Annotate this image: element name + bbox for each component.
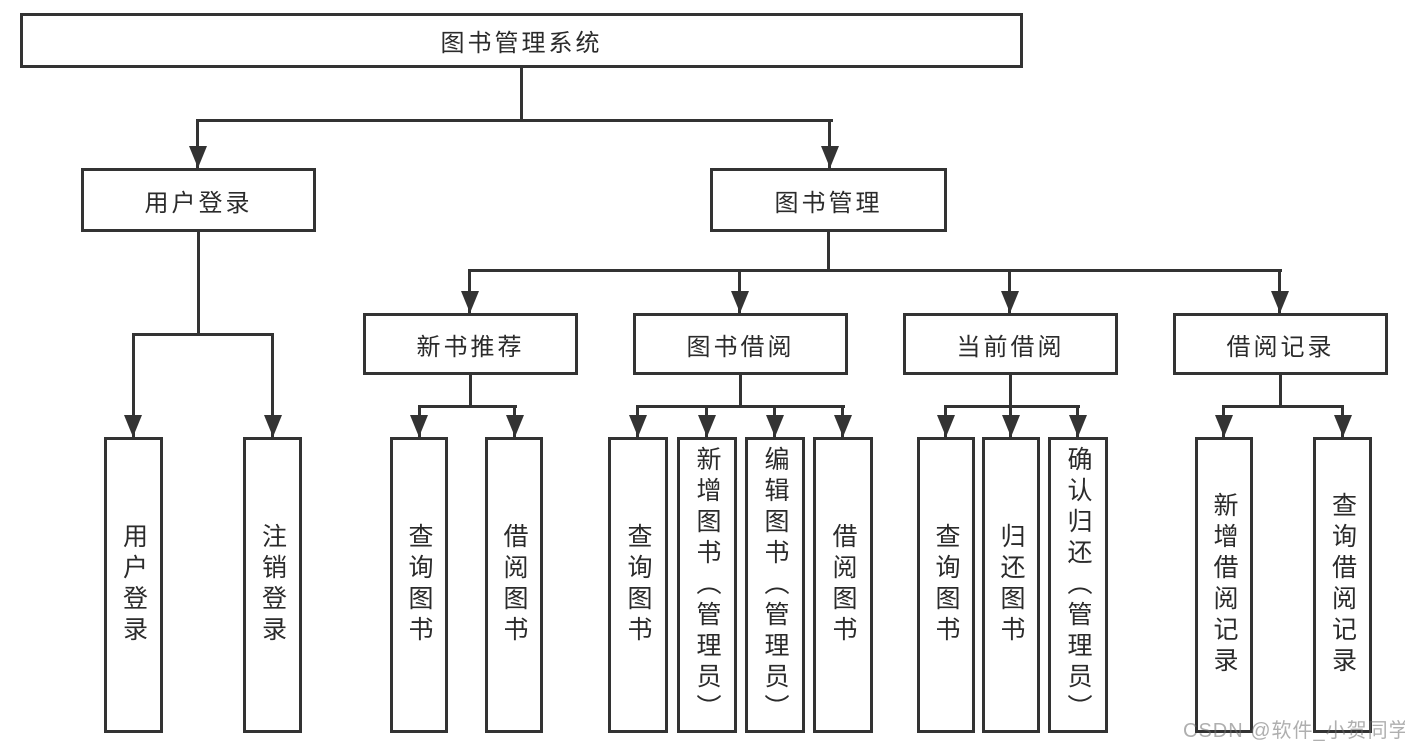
arrow-down-icon: [937, 415, 955, 437]
arrow-down-icon: [410, 415, 428, 437]
connector-drop: [271, 333, 274, 437]
arrow-down-icon: [1215, 415, 1233, 437]
leaf-confirm-return-admin: 确认归还（管理员）: [1048, 437, 1108, 733]
leaf-query-book-recommend: 查询图书: [390, 437, 448, 733]
leaf-query-borrow-record: 查询借阅记录: [1313, 437, 1372, 733]
arrow-down-icon: [1334, 415, 1352, 437]
connector-hline: [636, 405, 845, 408]
leaf-borrow-book: 借阅图书: [813, 437, 873, 733]
connector-stub: [739, 375, 742, 408]
connector-stub: [1009, 375, 1012, 408]
node-user-login: 用户登录: [81, 168, 316, 232]
node-book-borrow: 图书借阅: [633, 313, 848, 375]
arrow-down-icon: [124, 415, 142, 437]
arrow-down-icon: [834, 415, 852, 437]
leaf-add-borrow-record: 新增借阅记录: [1195, 437, 1253, 733]
arrow-down-icon: [731, 291, 749, 313]
csdn-watermark: CSDN @软件_小贺同学: [1183, 720, 1405, 742]
leaf-edit-book-admin: 编辑图书（管理员）: [745, 437, 805, 733]
leaf-borrow-book-recommend: 借阅图书: [485, 437, 543, 733]
connector-l1-hline: [196, 119, 833, 122]
leaf-return-book: 归还图书: [982, 437, 1040, 733]
connector-stub: [197, 230, 200, 336]
arrow-down-icon: [698, 415, 716, 437]
connector-drop: [828, 119, 831, 168]
arrow-down-icon: [821, 146, 839, 168]
connector-root-stub: [520, 66, 523, 121]
arrow-down-icon: [1069, 415, 1087, 437]
arrow-down-icon: [506, 415, 524, 437]
connector-hline: [418, 405, 517, 408]
connector-drop: [132, 333, 135, 437]
connector-stub: [827, 232, 830, 272]
leaf-query-book-current: 查询图书: [917, 437, 975, 733]
connector-drop: [196, 119, 199, 168]
connector-hline: [468, 269, 1282, 272]
arrow-down-icon: [629, 415, 647, 437]
node-new-book-recommend: 新书推荐: [363, 313, 578, 375]
arrow-down-icon: [461, 291, 479, 313]
node-current-borrow: 当前借阅: [903, 313, 1118, 375]
node-root: 图书管理系统: [20, 13, 1023, 68]
leaf-query-book-borrow: 查询图书: [608, 437, 668, 733]
arrow-down-icon: [189, 146, 207, 168]
node-borrow-records: 借阅记录: [1173, 313, 1388, 375]
connector-hline: [132, 333, 274, 336]
connector-hline: [944, 405, 1080, 408]
arrow-down-icon: [1271, 291, 1289, 313]
arrow-down-icon: [264, 415, 282, 437]
connector-hline: [1222, 405, 1344, 408]
arrow-down-icon: [766, 415, 784, 437]
leaf-logout: 注销登录: [243, 437, 302, 733]
arrow-down-icon: [1002, 415, 1020, 437]
node-book-management: 图书管理: [710, 168, 947, 232]
leaf-add-book-admin: 新增图书（管理员）: [677, 437, 737, 733]
arrow-down-icon: [1001, 291, 1019, 313]
connector-stub: [469, 375, 472, 408]
leaf-user-login: 用户登录: [104, 437, 163, 733]
connector-stub: [1279, 375, 1282, 408]
